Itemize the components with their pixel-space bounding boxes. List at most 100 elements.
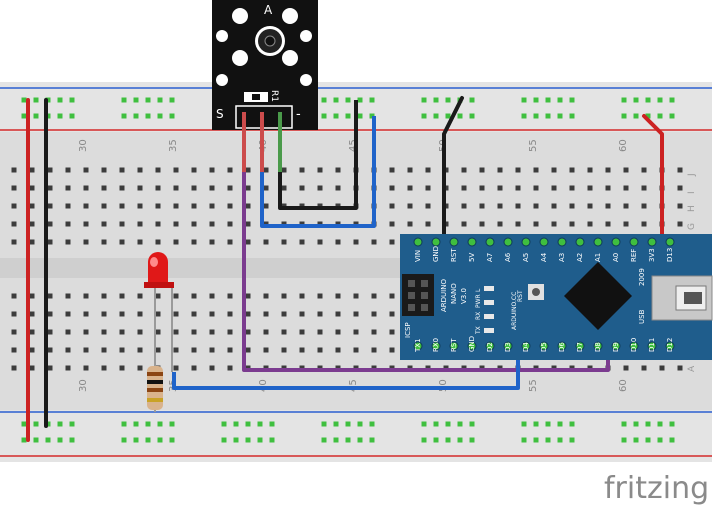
- breadboard-hole: [457, 437, 463, 443]
- nano-pin: [413, 341, 423, 351]
- breadboard-hole: [469, 113, 475, 119]
- breadboard-hole: [389, 203, 395, 209]
- breadboard-hole: [317, 329, 323, 335]
- breadboard-hole: [621, 421, 627, 427]
- breadboard-hole: [119, 365, 125, 371]
- breadboard-hole: [137, 311, 143, 317]
- breadboard-hole: [119, 185, 125, 191]
- breadboard-hole: [155, 347, 161, 353]
- breadboard-hole: [469, 421, 475, 427]
- breadboard-hole: [677, 185, 683, 191]
- breadboard-hole: [433, 113, 439, 119]
- breadboard-hole: [353, 311, 359, 317]
- breadboard-hole: [669, 97, 675, 103]
- breadboard-hole: [101, 329, 107, 335]
- breadboard-hole: [101, 167, 107, 173]
- breadboard-hole: [137, 221, 143, 227]
- breadboard-hole: [47, 239, 53, 245]
- breadboard-hole: [155, 185, 161, 191]
- breadboard-hole: [321, 437, 327, 443]
- pin-minus-label: -: [296, 107, 301, 122]
- breadboard-hole: [157, 437, 163, 443]
- breadboard-hole: [357, 97, 363, 103]
- breadboard-hole: [83, 221, 89, 227]
- breadboard-hole: [245, 329, 251, 335]
- mounting-hole: [216, 74, 228, 86]
- breadboard-hole: [669, 421, 675, 427]
- row-letter: I: [687, 191, 697, 194]
- breadboard-hole: [69, 421, 75, 427]
- breadboard-hole: [433, 97, 439, 103]
- pin-label-a4: A4: [540, 252, 548, 262]
- breadboard-hole: [233, 437, 239, 443]
- breadboard-hole: [245, 203, 251, 209]
- breadboard-hole: [137, 293, 143, 299]
- breadboard-hole: [641, 365, 647, 371]
- breadboard-hole: [57, 113, 63, 119]
- breadboard-hole: [425, 185, 431, 191]
- usb-label: USB: [638, 309, 646, 324]
- breadboard-hole: [169, 113, 175, 119]
- breadboard-hole: [83, 203, 89, 209]
- breadboard-hole: [121, 421, 127, 427]
- breadboard-hole: [119, 347, 125, 353]
- breadboard-hole: [545, 97, 551, 103]
- breadboard-hole: [345, 437, 351, 443]
- breadboard-hole: [21, 437, 27, 443]
- breadboard-hole: [389, 239, 395, 245]
- breadboard-hole: [65, 293, 71, 299]
- breadboard-hole: [445, 421, 451, 427]
- breadboard-hole: [227, 347, 233, 353]
- icsp-label: ICSP: [404, 322, 412, 338]
- breadboard-hole: [83, 311, 89, 317]
- breadboard-hole: [173, 239, 179, 245]
- breadboard-hole: [209, 203, 215, 209]
- column-label: 30: [78, 139, 89, 152]
- breadboard-hole: [263, 185, 269, 191]
- resistor-band: [147, 380, 163, 384]
- breadboard-hole: [47, 347, 53, 353]
- nano-led: [484, 314, 494, 319]
- breadboard-hole: [641, 167, 647, 173]
- column-label: 45: [348, 139, 359, 152]
- pin-label-a3: A3: [558, 253, 566, 262]
- breadboard-hole: [119, 221, 125, 227]
- breadboard-hole: [11, 203, 17, 209]
- blue-led-wire: [172, 346, 520, 390]
- breadboard-hole: [677, 203, 683, 209]
- nano-pin: [593, 341, 603, 351]
- pin-label-d4: D4: [522, 342, 530, 352]
- breadboard-hole: [299, 347, 305, 353]
- breadboard-hole: [623, 167, 629, 173]
- breadboard-hole: [101, 293, 107, 299]
- pin-label-a6: A6: [504, 252, 512, 262]
- breadboard-hole: [245, 437, 251, 443]
- breadboard-hole: [173, 167, 179, 173]
- breadboard-hole: [119, 167, 125, 173]
- breadboard-hole: [173, 347, 179, 353]
- nano-led: [484, 286, 494, 291]
- breadboard-hole: [605, 203, 611, 209]
- breadboard-hole: [433, 437, 439, 443]
- breadboard-hole: [389, 221, 395, 227]
- breadboard-hole: [257, 421, 263, 427]
- nano-top-pin-labels: VIN GND RST 5V A7 A6 A5 A4 A3 A2 A1 A0 R…: [414, 246, 674, 262]
- mounting-hole: [232, 8, 248, 24]
- resistor: [147, 366, 163, 410]
- breadboard-hole: [421, 437, 427, 443]
- breadboard-hole: [557, 421, 563, 427]
- nano-pin: [629, 341, 639, 351]
- breadboard-hole: [47, 311, 53, 317]
- breadboard-hole: [83, 347, 89, 353]
- nano-pin: [557, 237, 567, 247]
- breadboard-hole: [353, 293, 359, 299]
- breadboard-hole: [515, 185, 521, 191]
- nano-pin-headers: [413, 237, 675, 351]
- breadboard-hole: [623, 365, 629, 371]
- mounting-hole: [300, 74, 312, 86]
- led-label: RX: [475, 312, 482, 320]
- breadboard-hole: [457, 113, 463, 119]
- resistor-body: [252, 94, 260, 100]
- breadboard-hole: [263, 293, 269, 299]
- breadboard-hole: [669, 113, 675, 119]
